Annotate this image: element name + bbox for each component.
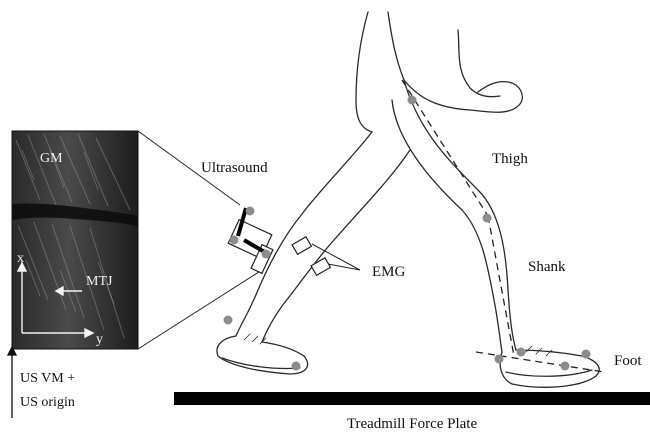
foot-label: Foot bbox=[614, 353, 642, 369]
marker bbox=[262, 250, 271, 259]
force-plate-label: Treadmill Force Plate bbox=[347, 416, 478, 432]
marker bbox=[582, 350, 591, 359]
axis-x-label: x bbox=[17, 251, 24, 266]
motion-markers bbox=[224, 96, 591, 371]
force-plate bbox=[174, 392, 650, 405]
emg-electrodes bbox=[292, 237, 330, 276]
marker bbox=[495, 355, 504, 364]
ultrasound-image bbox=[12, 131, 138, 349]
origin-caption-line2: US origin bbox=[20, 395, 75, 410]
marker bbox=[517, 348, 526, 357]
marker bbox=[246, 207, 255, 216]
marker bbox=[561, 362, 570, 371]
gm-label: GM bbox=[40, 151, 63, 166]
marker bbox=[408, 96, 417, 105]
axis-y-label: y bbox=[96, 332, 103, 347]
marker bbox=[292, 362, 301, 371]
thigh-label: Thigh bbox=[492, 151, 528, 167]
marker bbox=[230, 236, 239, 245]
shank-label: Shank bbox=[528, 259, 566, 275]
emg-label: EMG bbox=[372, 264, 406, 280]
segment-axes bbox=[402, 80, 604, 372]
marker bbox=[483, 214, 492, 223]
walking-figure bbox=[217, 12, 599, 387]
origin-caption-line1: US VM + bbox=[20, 371, 75, 386]
marker bbox=[224, 316, 233, 325]
ultrasound-probe bbox=[228, 220, 273, 274]
origin-arrow bbox=[8, 347, 16, 418]
mtj-label: MTJ bbox=[86, 274, 113, 289]
ultrasound-label: Ultrasound bbox=[201, 160, 268, 176]
